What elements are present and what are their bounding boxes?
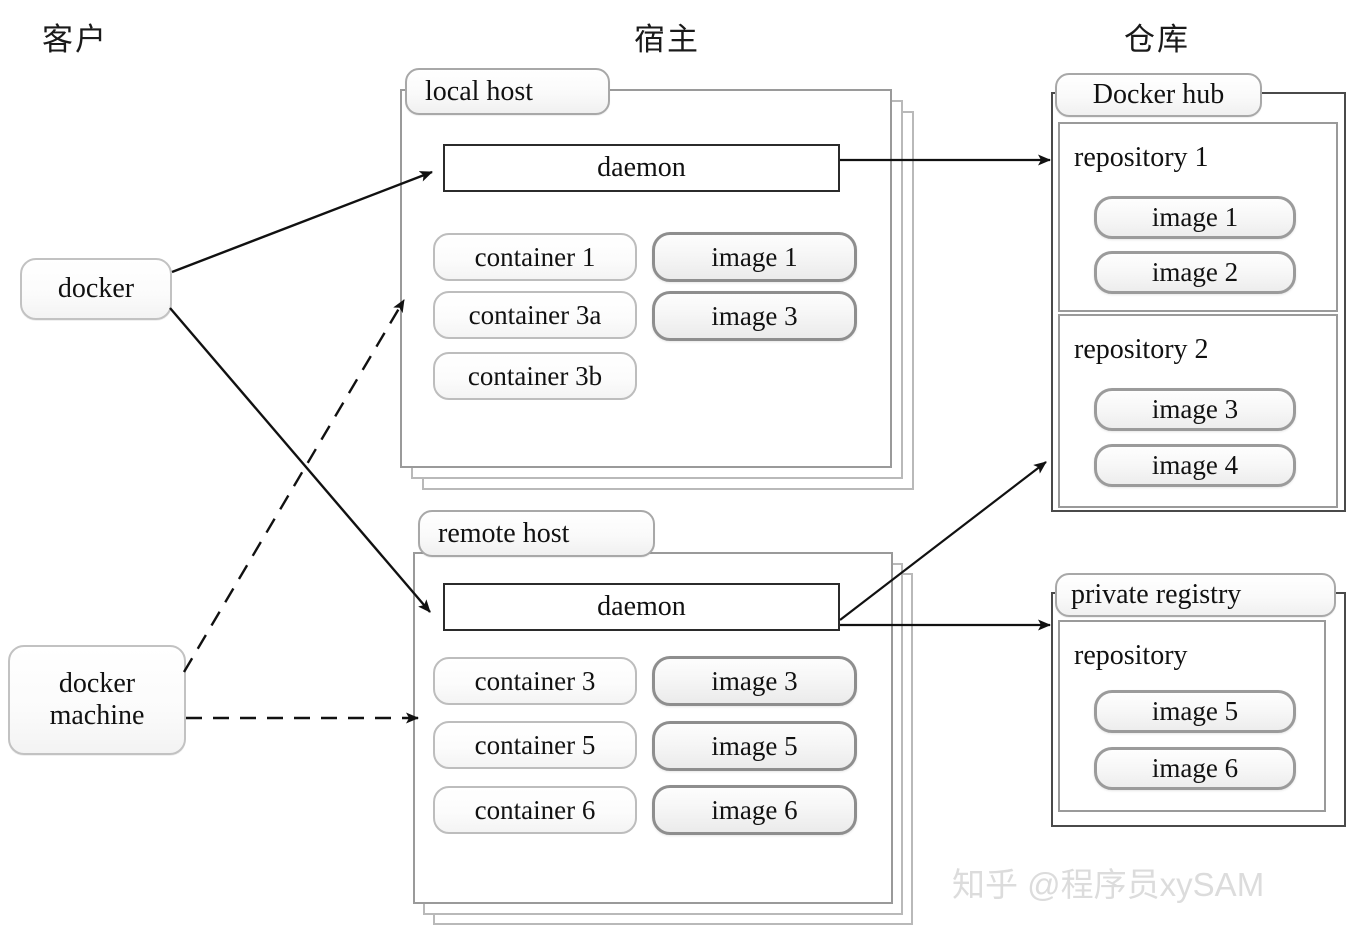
docker-hub-repository-1-image-1[interactable]: image 1 [1094, 196, 1296, 239]
client-node-docker-machine-label-line2: machine [49, 700, 145, 731]
edge-docker-machine-to-local-host [182, 299, 406, 673]
local-host-image-3[interactable]: image 3 [652, 291, 857, 341]
remote-host-daemon-label: daemon [597, 591, 686, 622]
local-host-container-3a-label: container 3a [468, 299, 602, 330]
remote-host-container-3-label: container 3 [474, 665, 596, 696]
local-host-image-1[interactable]: image 1 [652, 232, 857, 282]
remote-host-daemon[interactable]: daemon [443, 583, 840, 631]
local-host-container-3a[interactable]: container 3a [433, 291, 637, 339]
private-registry-tab[interactable]: private registry [1055, 573, 1336, 617]
remote-host-image-5[interactable]: image 5 [652, 721, 857, 771]
private-registry-image-5-label: image 5 [1151, 696, 1239, 726]
remote-host-container-6-label: container 6 [474, 794, 596, 825]
private-registry-image-6-label: image 6 [1151, 753, 1239, 783]
docker-hub-repository-2-label: repository 2 [1074, 334, 1209, 365]
local-host-container-1-label: container 1 [474, 241, 596, 272]
client-node-docker-machine[interactable]: docker machine [8, 645, 186, 755]
local-host-tab-label: local host [425, 75, 534, 107]
remote-host-image-6-label: image 6 [711, 794, 798, 825]
docker-hub-repository-1-image-2[interactable]: image 2 [1094, 251, 1296, 294]
remote-host-tab-label: remote host [438, 517, 570, 549]
local-host-container-3b[interactable]: container 3b [433, 352, 637, 400]
section-header-registry: 仓库 [1124, 22, 1190, 57]
remote-host-container-6[interactable]: container 6 [433, 786, 637, 834]
client-node-docker-label: docker [57, 272, 135, 304]
edge-docker-to-local-daemon [171, 170, 433, 274]
private-registry-image-5[interactable]: image 5 [1094, 690, 1296, 733]
local-host-daemon-label: daemon [597, 152, 686, 183]
private-registry-image-6[interactable]: image 6 [1094, 747, 1296, 790]
private-registry-tab-label: private registry [1071, 579, 1242, 610]
local-host-tab[interactable]: local host [405, 68, 610, 115]
docker-hub-tab-label: Docker hub [1092, 79, 1225, 110]
edge-docker-to-remote-daemon [169, 307, 431, 613]
docker-hub-repository-2-image-4-label: image 4 [1151, 450, 1239, 480]
docker-hub-repository-2-image-4[interactable]: image 4 [1094, 444, 1296, 487]
local-host-image-1-label: image 1 [711, 241, 798, 272]
client-node-docker-machine-label-line1: docker [58, 667, 136, 699]
remote-host-image-3-label: image 3 [711, 665, 798, 696]
local-host-container-3b-label: container 3b [467, 360, 603, 391]
docker-hub-repository-1-image-1-label: image 1 [1151, 202, 1239, 232]
docker-hub-repository-1-image-2-label: image 2 [1151, 257, 1239, 287]
section-header-host: 宿主 [634, 22, 700, 57]
docker-hub-repository-1-label: repository 1 [1074, 142, 1209, 173]
docker-hub-repository-2-image-3[interactable]: image 3 [1094, 388, 1296, 431]
watermark: 知乎 @程序员xySAM [952, 866, 1265, 903]
remote-host-tab[interactable]: remote host [418, 510, 655, 557]
section-header-client: 客户 [42, 22, 108, 57]
remote-host-container-5[interactable]: container 5 [433, 721, 637, 769]
local-host-daemon[interactable]: daemon [443, 144, 840, 192]
local-host-container-1[interactable]: container 1 [433, 233, 637, 281]
docker-hub-tab[interactable]: Docker hub [1055, 73, 1262, 117]
private-registry-repository-label: repository [1074, 640, 1188, 671]
remote-host-container-5-label: container 5 [474, 729, 596, 760]
remote-host-image-6[interactable]: image 6 [652, 785, 857, 835]
remote-host-image-3[interactable]: image 3 [652, 656, 857, 706]
docker-hub-repository-2-image-3-label: image 3 [1151, 394, 1239, 424]
client-node-docker[interactable]: docker [20, 258, 172, 320]
remote-host-image-5-label: image 5 [711, 730, 798, 761]
remote-host-container-3[interactable]: container 3 [433, 657, 637, 705]
local-host-image-3-label: image 3 [711, 300, 798, 331]
